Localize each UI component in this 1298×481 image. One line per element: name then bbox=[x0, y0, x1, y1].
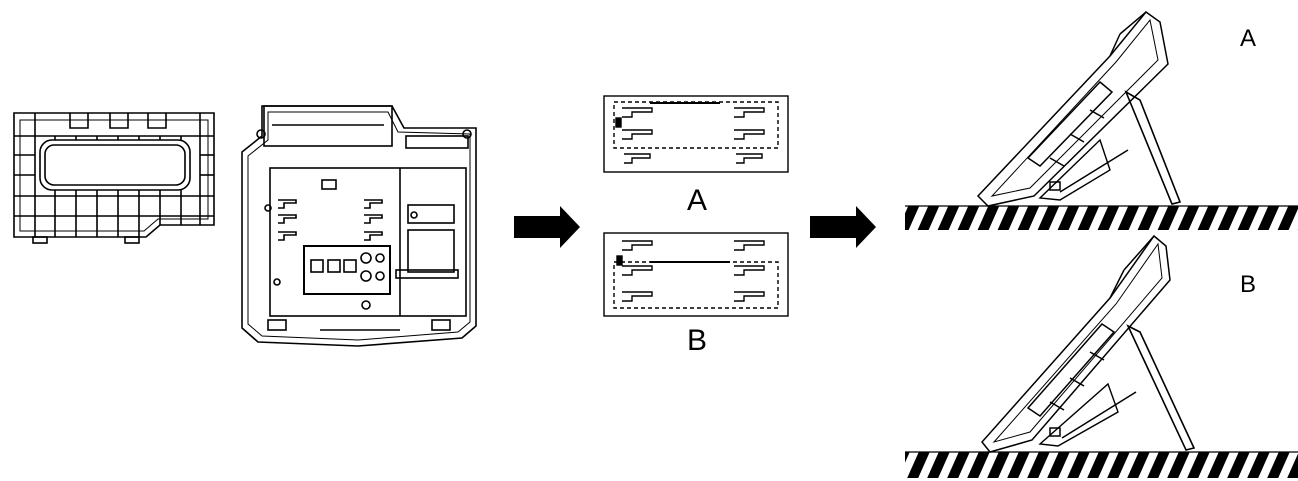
slot-option-a-panel bbox=[603, 95, 789, 173]
angle-result-a-label: A bbox=[1240, 25, 1256, 52]
slot-option-b-panel bbox=[603, 232, 789, 317]
slot-option-b-label: B bbox=[687, 324, 707, 357]
surface-a bbox=[905, 206, 1298, 230]
phone-back-view bbox=[241, 105, 477, 347]
surface-b bbox=[905, 452, 1298, 478]
slot-option-a-label: A bbox=[687, 184, 707, 217]
side-view-angle-a bbox=[976, 10, 1182, 207]
stand-bracket bbox=[13, 112, 215, 244]
right-arrow-icon bbox=[810, 206, 876, 248]
angle-result-b-label: B bbox=[1240, 271, 1256, 298]
side-view-angle-b bbox=[981, 234, 1196, 453]
right-arrow-icon bbox=[514, 206, 580, 248]
